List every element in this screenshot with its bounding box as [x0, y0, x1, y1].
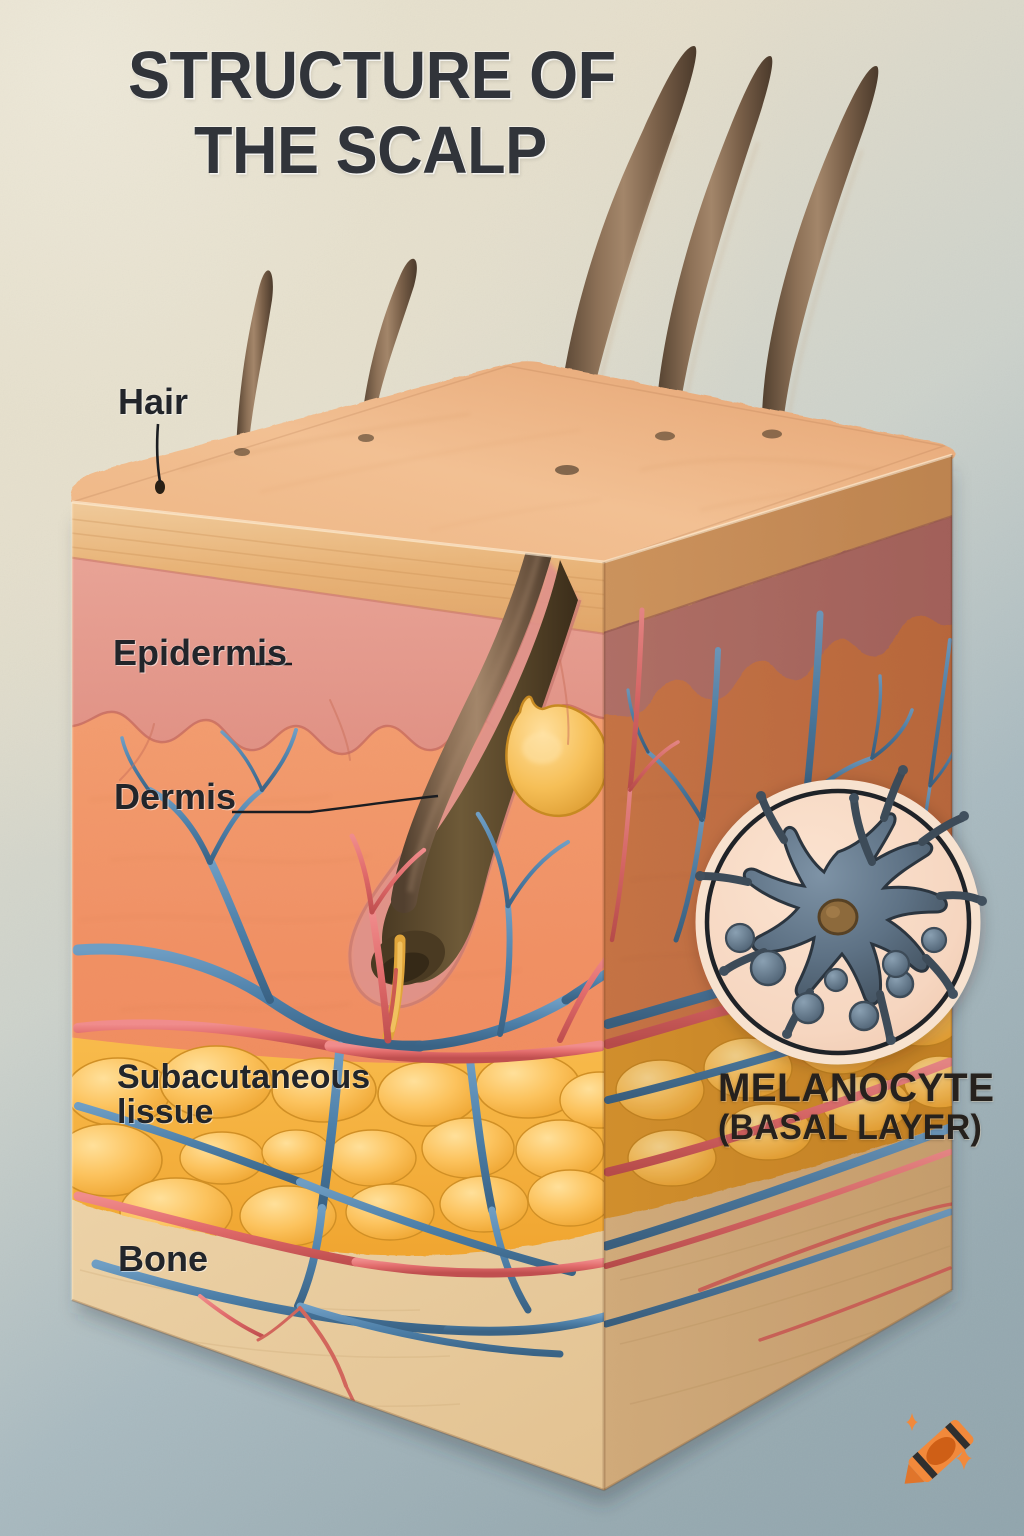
hair-shaft — [555, 46, 697, 470]
melanocyte-caption-line2: (BASAL LAYER) — [718, 1108, 983, 1147]
epidermis-layer-front — [72, 502, 604, 640]
hair-shaft — [761, 66, 879, 434]
melanocyte-nucleus — [817, 898, 859, 936]
title-line-2: THE SCALP — [194, 113, 547, 189]
label-dermis: Dermis — [114, 776, 237, 817]
title-line-1: STRUCTURE OF — [128, 38, 616, 113]
vein — [72, 728, 604, 1358]
melanin-granules — [724, 922, 948, 1032]
fat-lobules — [72, 1045, 604, 1247]
label-bone: Bone — [118, 1238, 208, 1279]
papillary-pink-layer-right — [604, 514, 952, 717]
hair-shafts — [236, 46, 879, 470]
artery — [73, 833, 604, 1446]
crayon-icon — [904, 1419, 974, 1484]
melanocyte-caption: MELANOCYTE (BASAL LAYER) — [718, 1068, 1003, 1147]
hair-follicle-root — [382, 560, 578, 983]
capillary — [119, 659, 570, 781]
melanocyte-inset — [695, 765, 987, 1065]
label-hair: Hair — [118, 381, 189, 422]
label-subcutaneous-line2: lissue — [117, 1092, 214, 1131]
vessels-front — [72, 659, 604, 1446]
epidermis-layer-right — [604, 455, 952, 638]
hair-shaft — [655, 56, 773, 436]
sparkle-icon — [906, 1413, 972, 1470]
melanocyte-caption-line1: MELANOCYTE — [718, 1066, 995, 1110]
label-subcutaneous-line1: Subacutaneous — [117, 1058, 371, 1096]
poster-title: STRUCTURE OF THE SCALP — [128, 38, 728, 189]
leader-lines — [155, 423, 439, 814]
craiyon-watermark — [904, 1413, 974, 1484]
label-subcutaneous-tissue: Subacutaneous lissue — [117, 1060, 370, 1129]
melanocyte-cell — [695, 765, 987, 1045]
hair-shaft — [360, 258, 417, 438]
hair-leader — [155, 423, 162, 483]
hair-anchor-dot — [155, 480, 165, 494]
label-epidermis: Epidermis — [113, 632, 288, 673]
hair-shaft — [236, 270, 273, 452]
dendrite-tip — [695, 765, 987, 1045]
